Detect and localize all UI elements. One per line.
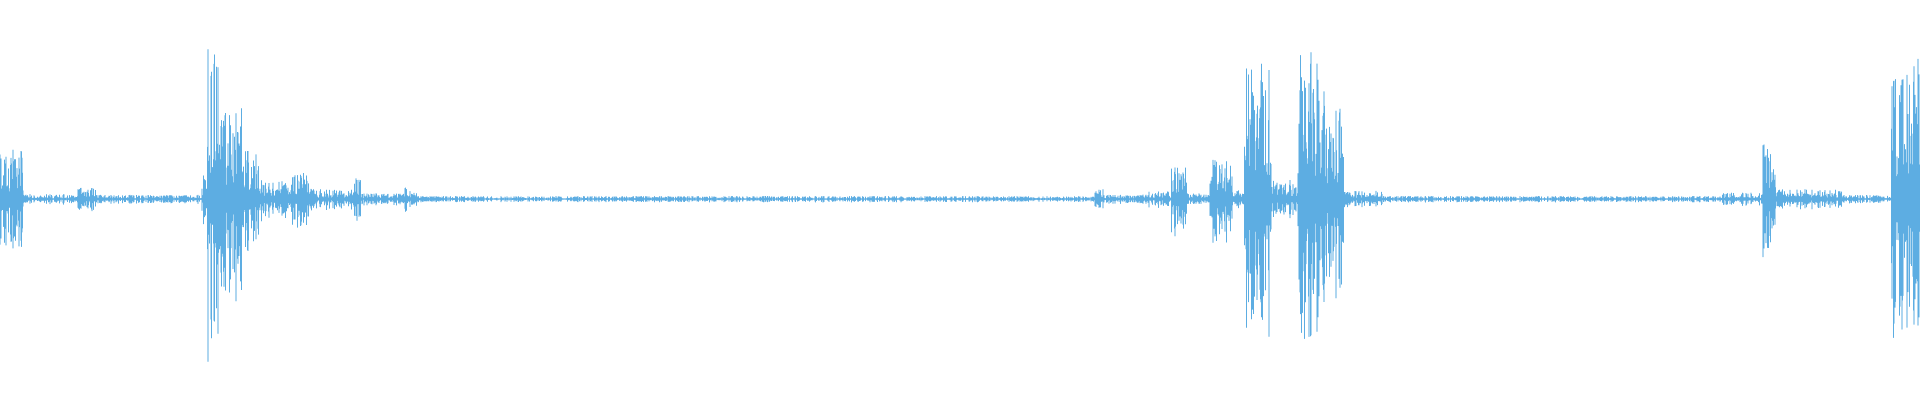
waveform-trace bbox=[0, 49, 1920, 362]
